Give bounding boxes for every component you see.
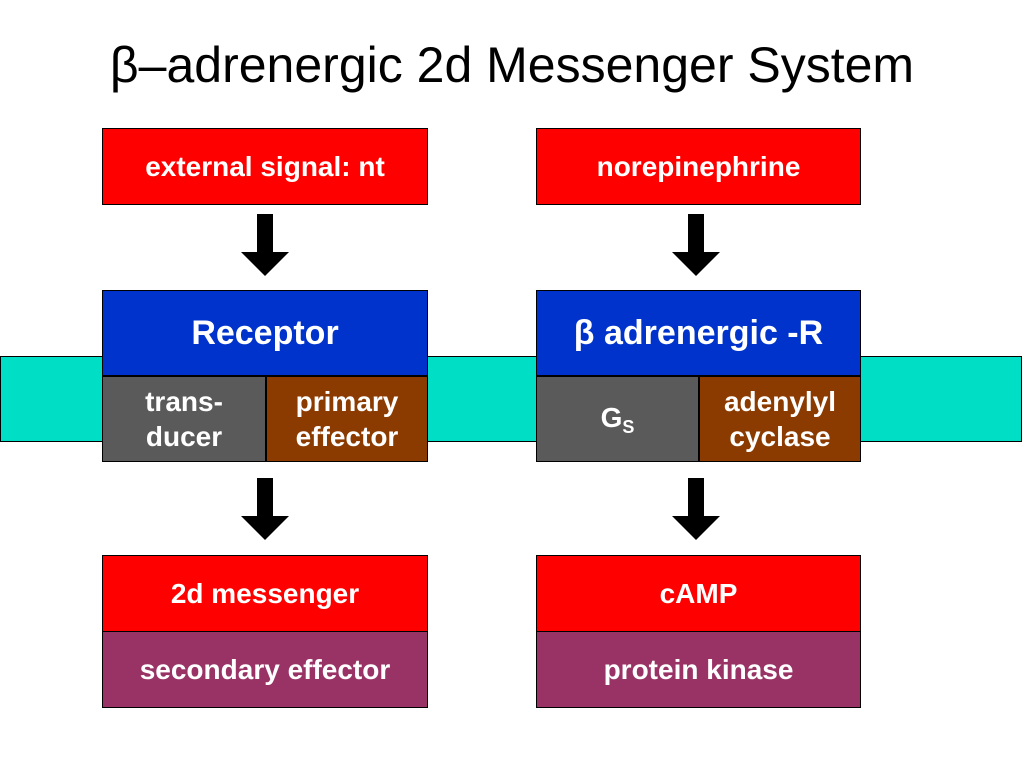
left-secondary-effector-box: secondary effector: [102, 631, 428, 708]
left-transducer-box: trans- ducer: [102, 376, 266, 462]
left-receptor-box: Receptor: [102, 290, 428, 376]
left-second-messenger-label: 2d messenger: [170, 578, 360, 609]
right-down-arrow-2-icon: [672, 478, 720, 540]
left-effector-line1: primary: [295, 386, 399, 417]
right-camp-box: cAMP: [536, 555, 861, 632]
right-norepinephrine-label: norepinephrine: [596, 151, 801, 182]
right-gs-subscript: S: [622, 416, 635, 437]
left-transducer-line1: trans-: [145, 386, 223, 417]
left-external-signal-box: external signal: nt: [102, 128, 428, 205]
left-down-arrow-1-icon: [241, 214, 289, 276]
title-beta: β: [109, 37, 139, 93]
right-norepinephrine-box: norepinephrine: [536, 128, 861, 205]
left-external-signal-label: external signal: nt: [145, 151, 385, 182]
right-effector-line2: cyclase: [729, 421, 831, 452]
page-title: β–adrenergic 2d Messenger System: [0, 38, 1024, 93]
right-receptor-beta: β: [573, 313, 595, 352]
left-effector-line2: effector: [295, 421, 399, 452]
left-transducer-line2: ducer: [145, 421, 223, 452]
left-second-messenger-box: 2d messenger: [102, 555, 428, 632]
right-protein-kinase-label: protein kinase: [603, 654, 794, 685]
left-receptor-label: Receptor: [191, 313, 339, 352]
right-gs-main: G: [600, 401, 623, 433]
right-effector-line1: adenylyl: [723, 386, 837, 417]
right-receptor-label: adrenergic -R: [594, 313, 824, 352]
title-text: adrenergic 2d Messenger System: [166, 37, 915, 93]
right-protein-kinase-box: protein kinase: [536, 631, 861, 708]
left-primary-effector-box: primary effector: [266, 376, 428, 462]
right-adenylyl-cyclase-box: adenylyl cyclase: [699, 376, 861, 462]
right-down-arrow-1-icon: [672, 214, 720, 276]
left-down-arrow-2-icon: [241, 478, 289, 540]
right-gs-protein-box: GS: [536, 376, 699, 462]
left-secondary-effector-label: secondary effector: [139, 654, 391, 685]
right-beta-receptor-box: β adrenergic -R: [536, 290, 861, 376]
title-dash: –: [138, 37, 167, 93]
right-camp-label: cAMP: [659, 578, 738, 609]
